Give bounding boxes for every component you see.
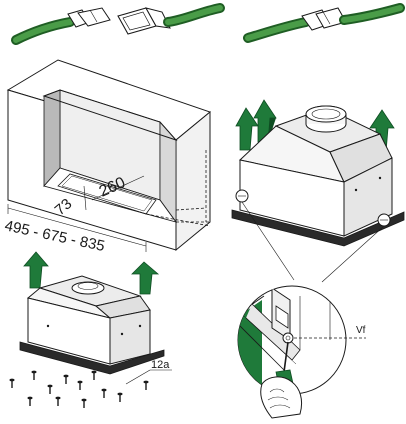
screw-icon — [27, 396, 33, 406]
connector-plug-icon — [67, 7, 111, 28]
screw-icon — [282, 332, 294, 344]
screw-icon — [91, 370, 97, 380]
part-code-label: 12a — [151, 359, 170, 371]
hood-bottom-frame — [231, 209, 405, 247]
hood-insert-right — [231, 99, 405, 283]
connector-plug-icon — [301, 7, 347, 31]
opening-floor — [43, 167, 178, 223]
hand-icon — [260, 341, 303, 419]
screw-label: Vf — [356, 325, 366, 336]
screw-icon — [9, 378, 15, 388]
hood-outlet-collar — [71, 281, 105, 295]
screw-icon — [77, 380, 83, 390]
connector-socket-icon — [117, 7, 171, 35]
hood-bottom-frame — [19, 341, 165, 375]
cutout-outline — [57, 173, 157, 215]
upward-arrow-icon — [235, 107, 259, 151]
screw-icon — [101, 388, 107, 398]
connector-connected — [243, 3, 405, 43]
screw-icon — [55, 396, 61, 406]
screw-icon — [117, 392, 123, 402]
screw-icon — [143, 380, 149, 390]
upward-arrow-icon — [23, 251, 49, 289]
screw-icon — [47, 384, 53, 394]
screw-icon — [377, 213, 391, 227]
connector-disconnected — [11, 3, 225, 45]
zoom-detail: Vf — [237, 285, 366, 419]
screw-icon — [235, 189, 249, 203]
screw-icon — [63, 374, 69, 384]
screw-icon — [31, 370, 37, 380]
screw-icon — [81, 398, 87, 408]
hood-insert-left — [19, 251, 165, 375]
cabinet-cutout: 260 73 495 - 675 - 835 — [3, 59, 212, 255]
screw-set — [9, 370, 149, 408]
upward-arrow-icon — [131, 261, 160, 295]
